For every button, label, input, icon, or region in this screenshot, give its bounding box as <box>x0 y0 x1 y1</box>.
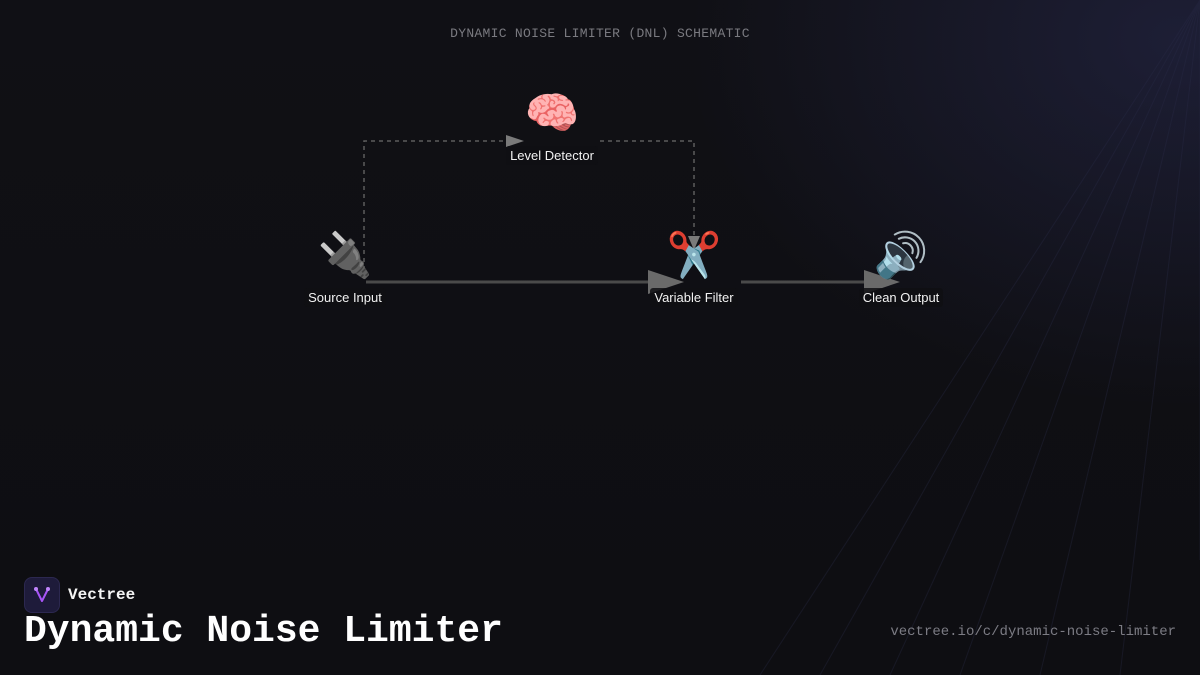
node-variable-filter: ✂️ Variable Filter <box>614 230 774 307</box>
edge-source-to-detector <box>363 140 506 270</box>
arrowhead-detector <box>506 135 524 147</box>
page-title: Dynamic Noise Limiter <box>24 610 503 653</box>
node-label-variable-filter: Variable Filter <box>650 288 738 307</box>
node-label-source-input: Source Input <box>304 288 386 307</box>
plug-icon: 🔌 <box>317 231 373 280</box>
brand[interactable]: Vectree <box>24 577 135 613</box>
node-label-level-detector: Level Detector <box>506 146 598 165</box>
node-source-input: 🔌 Source Input <box>265 230 425 307</box>
vectree-logo-icon <box>24 577 60 613</box>
brand-name: Vectree <box>68 586 136 604</box>
page-url-link[interactable]: vectree.io/c/dynamic-noise-limiter <box>890 624 1176 640</box>
node-label-clean-output: Clean Output <box>858 288 944 307</box>
arrowhead-filter-control <box>688 236 700 250</box>
node-level-detector: 🧠 Level Detector <box>472 88 632 165</box>
node-clean-output: 🔊 Clean Output <box>821 230 981 307</box>
scissors-icon: ✂️ <box>666 231 722 280</box>
brain-icon: 🧠 <box>524 89 580 138</box>
speaker-icon: 🔊 <box>873 231 929 280</box>
diagram-title: DYNAMIC NOISE LIMITER (DNL) SCHEMATIC <box>450 26 750 41</box>
